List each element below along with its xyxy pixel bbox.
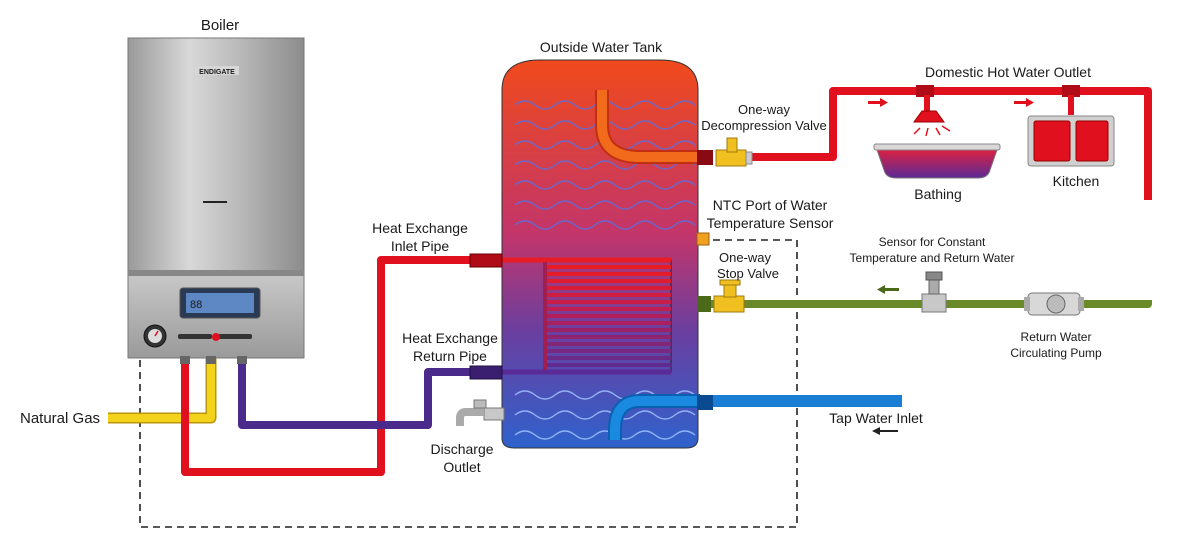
kitchen-label: Kitchen — [1053, 173, 1100, 189]
hx-inlet-label-2: Inlet Pipe — [391, 238, 450, 254]
ntc-port-icon — [696, 232, 710, 246]
bathtub-icon — [873, 143, 1001, 179]
heat-exchange-inlet-pipe — [181, 256, 470, 476]
boiler-label: Boiler — [201, 17, 239, 34]
arrow-right-icon — [868, 98, 888, 107]
hx-return-fitting — [469, 365, 503, 380]
arrow-left-icon — [872, 427, 898, 435]
sensor-label-2: Temperature and Return Water — [850, 251, 1015, 265]
flow-arrows — [868, 98, 1034, 435]
hx-inlet-fitting — [469, 253, 503, 268]
boiler: ENDIGATE 88 — [127, 37, 305, 364]
hx-return-label-2: Return Pipe — [413, 348, 487, 364]
arrow-left-icon — [877, 285, 899, 294]
natural-gas-pipe — [108, 358, 217, 424]
domestic-hot-water-pipe — [745, 87, 1152, 200]
temperature-sensor-icon — [921, 271, 947, 313]
discharge-label-2: Outlet — [443, 459, 480, 475]
svg-text:88: 88 — [190, 299, 202, 311]
control-wire-dashed — [139, 239, 798, 528]
arrow-right-icon — [1014, 98, 1034, 107]
pump-label-2: Circulating Pump — [1010, 346, 1102, 360]
tap-inlet-label: Tap Water Inlet — [829, 410, 923, 426]
return-fitting — [697, 296, 711, 312]
circulating-pump-icon — [1024, 292, 1084, 316]
boiler-logo — [195, 66, 239, 75]
bathing-label: Bathing — [914, 186, 961, 202]
stop-valve-label-2: Stop Valve — [717, 266, 779, 281]
hot-outlet-fitting — [697, 150, 713, 165]
discharge-faucet-icon — [456, 399, 505, 426]
ntc-label-1: NTC Port of Water — [713, 197, 828, 213]
tank-label: Outside Water Tank — [540, 39, 663, 55]
hx-return-label-1: Heat Exchange — [402, 330, 498, 346]
domestic-outlet-label: Domestic Hot Water Outlet — [925, 64, 1091, 80]
sensor-label-1: Sensor for Constant — [879, 235, 986, 249]
shower-head-icon — [913, 110, 951, 137]
return-water-pipe — [710, 300, 1152, 308]
ntc-label-2: Temperature Sensor — [707, 215, 834, 231]
discharge-label-1: Discharge — [430, 441, 493, 457]
boiler-brand-text: ENDIGATE — [199, 69, 235, 76]
stop-valve-label-1: One-way — [719, 250, 772, 265]
decompression-label-2: Decompression Valve — [701, 118, 826, 133]
decompression-valve-icon — [715, 137, 753, 167]
heat-exchange-return-pipe — [238, 358, 470, 429]
kitchen-sink-icon — [1027, 115, 1115, 167]
hx-inlet-label-1: Heat Exchange — [372, 220, 468, 236]
natural-gas-label: Natural Gas — [20, 410, 100, 427]
stop-valve-icon — [713, 279, 745, 313]
pump-label-1: Return Water — [1021, 330, 1092, 344]
cold-inlet-fitting — [697, 395, 713, 410]
outside-water-tank — [469, 59, 713, 449]
heat-exchange-coil — [500, 257, 672, 375]
decompression-label-1: One-way — [738, 102, 791, 117]
